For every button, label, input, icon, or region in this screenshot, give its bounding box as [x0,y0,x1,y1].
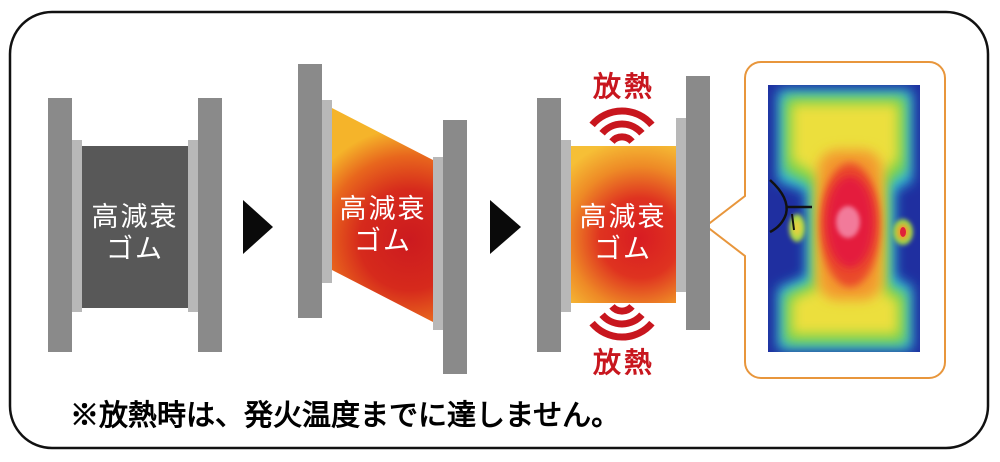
rubber-block-sheared [332,108,433,322]
stage-sheared: 高減衰 ゴム [298,64,467,374]
triangle-right-icon [490,200,521,254]
rubber-label-line1: 高減衰 [92,202,179,233]
triangle-right-icon [243,200,273,254]
rubber-label-line2: ゴム [106,234,164,265]
rubber-block [82,146,188,308]
left-plate [48,98,72,352]
heat-label-top: 放熱 [592,70,655,103]
rubber-label-line2: ゴム [354,226,412,257]
right-plate [198,98,222,352]
thermal-image [768,85,920,352]
left-plate [298,64,322,318]
stage-normal: 高減衰 ゴム [48,98,222,352]
rubber-label-line2: ゴム [594,234,652,265]
right-plate-inner [676,118,686,292]
left-plate-inner [322,100,332,283]
rubber-label-line1: 高減衰 [580,202,667,233]
stage-heat: 高減衰 ゴム 放熱 放熱 [537,70,710,379]
right-plate [686,76,710,330]
left-plate-inner [72,140,82,312]
left-plate [537,98,561,352]
heat-wave-icon [589,107,655,145]
heat-wave-icon [589,303,655,341]
footnote: ※放熱時は、発火温度までに達しません。 [70,398,620,432]
heat-label-bottom: 放熱 [592,346,655,379]
right-plate [443,120,467,374]
right-plate-inner [188,140,198,312]
left-plate-inner [561,140,571,312]
rubber-label-line1: 高減衰 [340,194,427,225]
rubber-block-heated [571,146,676,303]
right-plate-inner [433,157,443,330]
